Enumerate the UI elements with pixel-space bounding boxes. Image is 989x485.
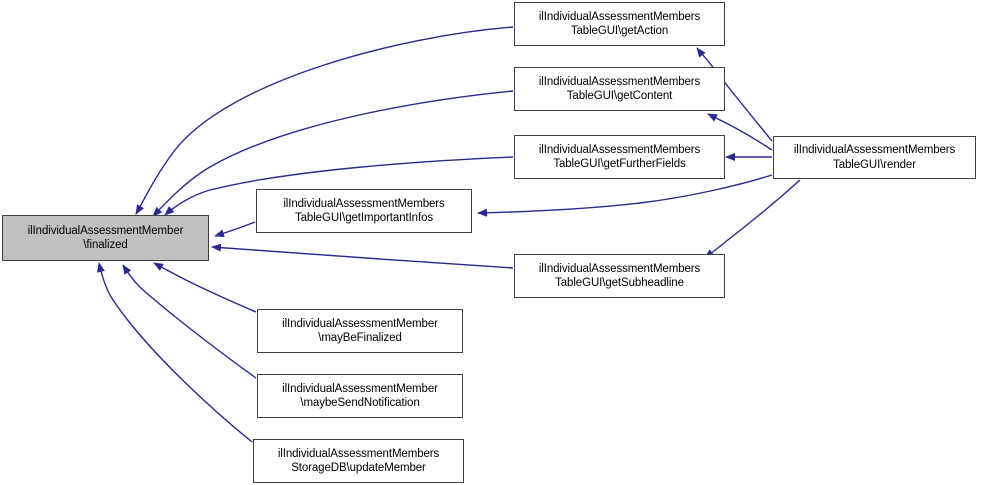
edge-mayBeFinalized-to-finalized (153, 262, 257, 313)
node-render[interactable]: ilIndividualAssessmentMembers TableGUI\r… (773, 136, 976, 179)
edge-updateMember-to-finalized (97, 262, 253, 443)
node-label: ilIndividualAssessmentMembers TableGUI\g… (538, 10, 701, 38)
node-label: ilIndividualAssessmentMembers TableGUI\g… (538, 143, 701, 171)
node-label: ilIndividualAssessmentMembers StorageDB\… (277, 447, 440, 475)
node-label: ilIndividualAssessmentMember \finalized (27, 224, 184, 252)
node-maybe-send-notification[interactable]: ilIndividualAssessmentMember \maybeSendN… (257, 374, 463, 418)
node-label: ilIndividualAssessmentMember \maybeSendN… (282, 382, 438, 410)
node-label: ilIndividualAssessmentMembers TableGUI\g… (538, 75, 701, 103)
node-may-be-finalized[interactable]: ilIndividualAssessmentMember \mayBeFinal… (257, 309, 463, 353)
edge-getSubheadline-to-finalized (211, 243, 514, 269)
edge-getImportantInfos-to-finalized (214, 221, 256, 238)
edge-maybeSendNotification-to-finalized (122, 264, 257, 379)
node-get-important-infos[interactable]: ilIndividualAssessmentMembers TableGUI\g… (256, 189, 472, 233)
node-label: ilIndividualAssessmentMembers TableGUI\g… (283, 197, 445, 225)
node-get-content[interactable]: ilIndividualAssessmentMembers TableGUI\g… (514, 67, 725, 111)
node-get-subheadline[interactable]: ilIndividualAssessmentMembers TableGUI\g… (514, 254, 725, 298)
node-get-further-fields[interactable]: ilIndividualAssessmentMembers TableGUI\g… (514, 135, 725, 179)
node-finalized[interactable]: ilIndividualAssessmentMember \finalized (2, 215, 209, 261)
node-update-member[interactable]: ilIndividualAssessmentMembers StorageDB\… (253, 439, 464, 483)
node-get-action[interactable]: ilIndividualAssessmentMembers TableGUI\g… (514, 2, 725, 46)
node-label: ilIndividualAssessmentMembers TableGUI\r… (793, 144, 956, 171)
edge-render-to-getSubheadline (704, 179, 801, 259)
edge-render-to-getImportantInfos (477, 174, 773, 217)
node-label: ilIndividualAssessmentMember \mayBeFinal… (282, 317, 438, 345)
edge-getAction-to-finalized (135, 26, 514, 215)
node-label: ilIndividualAssessmentMembers TableGUI\g… (538, 262, 701, 290)
